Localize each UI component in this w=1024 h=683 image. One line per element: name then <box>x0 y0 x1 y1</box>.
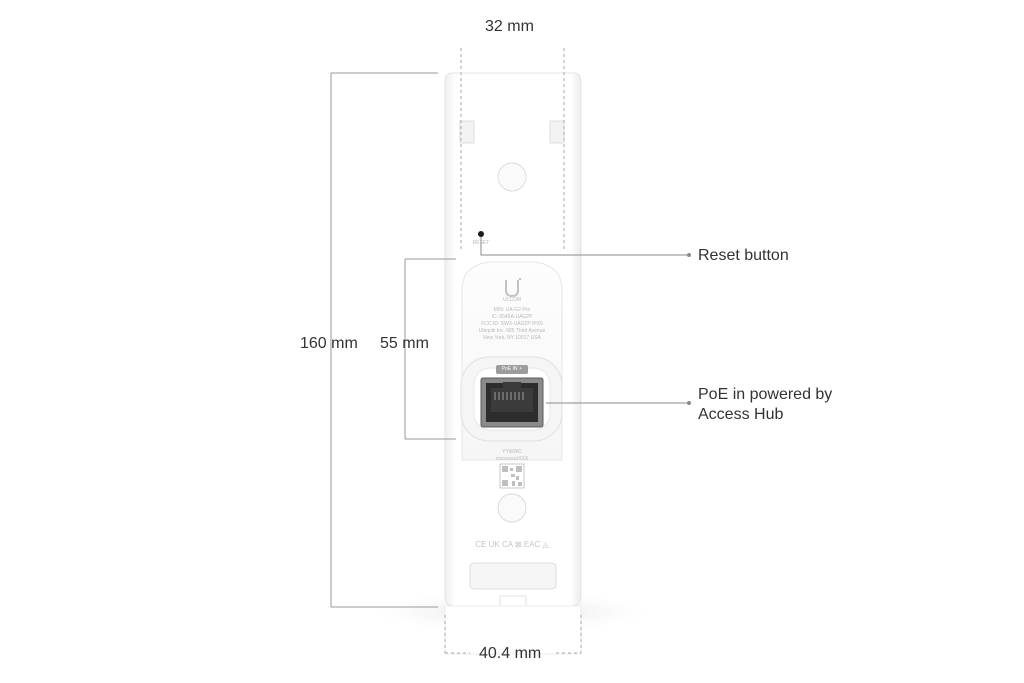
poe-callout-leader <box>546 401 691 405</box>
callout-poe-line1: PoE in powered by <box>698 386 833 403</box>
dimension-label-height-module: 55 mm <box>380 335 429 352</box>
qr-code <box>499 463 525 489</box>
reset-button[interactable] <box>478 231 484 237</box>
ubiquiti-logo-icon <box>505 278 521 298</box>
spec-line-3: FCC ID: SWX-UAG2P IPX5 <box>481 321 543 327</box>
dimension-label-height-total: 160 mm <box>300 335 358 352</box>
spec-line-2: IC: 6545A-UAG2P <box>491 314 533 320</box>
brand-label: UI.COM <box>502 297 522 303</box>
reader-module <box>460 261 563 489</box>
spec-line-4: Ubiquiti Inc. 685 Third Avenue <box>478 328 546 334</box>
reset-callout-leader <box>480 237 691 257</box>
certification-marks: CE UK CA ⊠ EAC ◬ <box>475 540 549 549</box>
rj45-port[interactable] <box>480 377 544 428</box>
mount-slot-right <box>549 120 565 144</box>
callout-poe-line2: Access Hub <box>698 406 784 423</box>
date-code: YYWWC <box>502 449 522 455</box>
screw-hole-bottom <box>497 493 527 523</box>
mount-base <box>444 605 582 655</box>
spec-line-5: New York, NY 10017 USA <box>483 335 541 341</box>
dimension-height-module <box>404 258 456 440</box>
dimension-label-top-width: 32 mm <box>485 18 534 35</box>
screw-hole-top <box>497 162 527 192</box>
dimension-width-top <box>460 48 565 250</box>
poe-badge-label: PoE IN ⚡ <box>501 366 523 372</box>
bottom-tab <box>499 595 527 607</box>
dimension-height-total <box>330 72 438 608</box>
reset-label: RESET <box>472 240 490 246</box>
mount-slot-left <box>459 120 475 144</box>
poe-badge <box>496 365 528 374</box>
callout-reset-button: Reset button <box>698 247 789 264</box>
dimension-label-bottom-width: 40.4 mm <box>479 645 542 662</box>
bottom-cutout <box>469 562 557 590</box>
serial-number: xxxxxxxxxXXX <box>495 456 529 462</box>
spec-line-1: M/N: UA-G2-Pro <box>493 307 531 313</box>
dimension-width-bottom <box>444 615 582 654</box>
